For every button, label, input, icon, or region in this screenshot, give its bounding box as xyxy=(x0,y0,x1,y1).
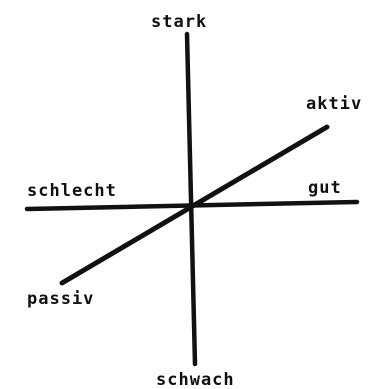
label-schwach: schwach xyxy=(156,370,235,389)
label-aktiv: aktiv xyxy=(306,94,362,114)
label-gut: gut xyxy=(308,178,342,198)
label-passiv: passiv xyxy=(27,289,94,309)
diagonal-axis-line xyxy=(59,124,330,286)
label-schlecht: schlecht xyxy=(27,181,117,201)
vertical-axis-line xyxy=(184,31,198,367)
label-stark: stark xyxy=(151,12,207,32)
